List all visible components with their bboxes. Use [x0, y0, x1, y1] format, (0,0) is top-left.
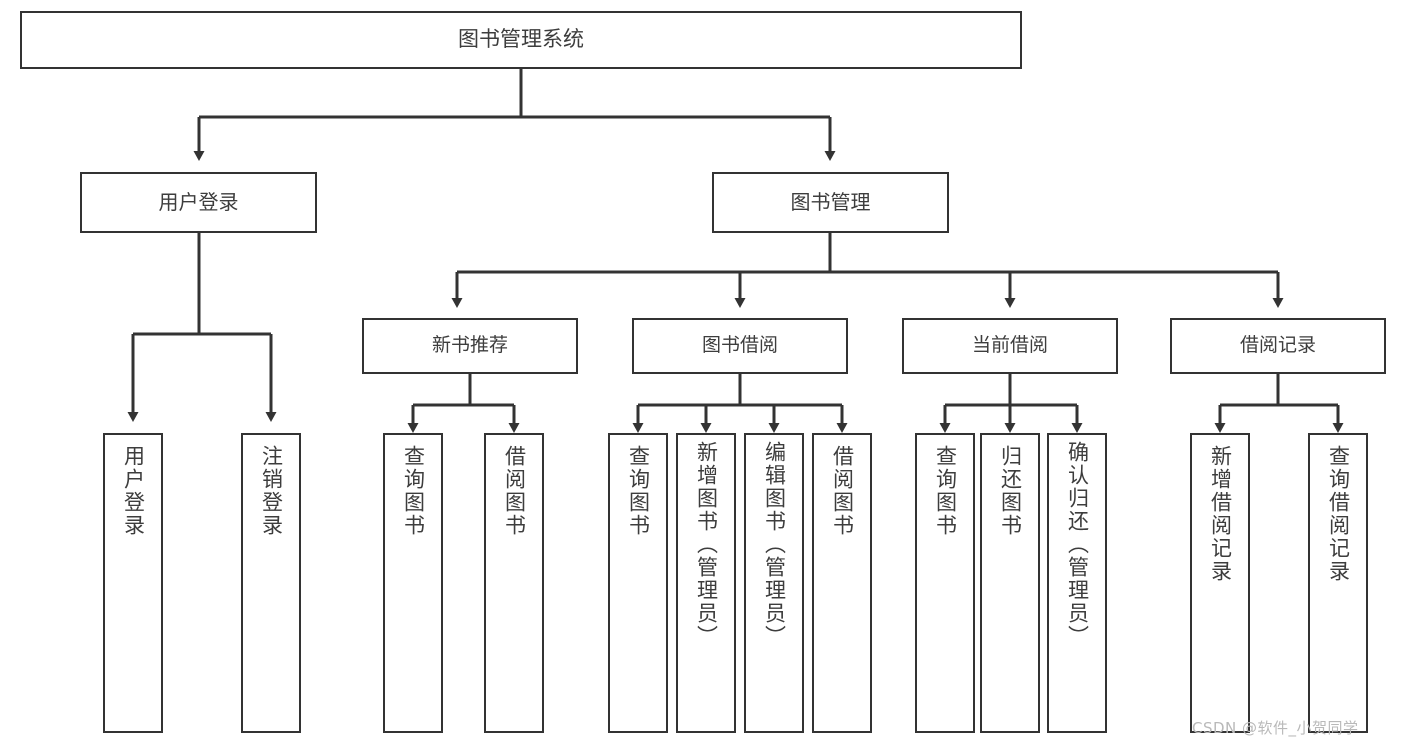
node-leaf-borrow-edit-book[interactable]: 编辑图书（管理员） [744, 433, 804, 733]
node-new-book-recommend[interactable]: 新书推荐 [362, 318, 578, 374]
node-leaf-borrow-add-book-label: 新增图书（管理员） [694, 441, 719, 648]
node-leaf-record-add-record-label: 新增借阅记录 [1208, 445, 1233, 583]
node-leaf-user-login-signout[interactable]: 注销登录 [241, 433, 301, 733]
node-leaf-record-add-record[interactable]: 新增借阅记录 [1190, 433, 1250, 733]
node-user-login-label: 用户登录 [158, 190, 239, 215]
node-current-borrow[interactable]: 当前借阅 [902, 318, 1118, 374]
node-leaf-record-query-record[interactable]: 查询借阅记录 [1308, 433, 1368, 733]
node-leaf-current-query-book-label: 查询图书 [933, 445, 958, 537]
csdn-watermark: CSDN @软件_小贺同学 [1192, 719, 1359, 737]
node-borrow-record-label: 借阅记录 [1239, 334, 1316, 357]
node-leaf-current-return-book[interactable]: 归还图书 [980, 433, 1040, 733]
node-leaf-current-confirm-return-label: 确认归还（管理员） [1065, 441, 1090, 648]
node-leaf-recommend-borrow-book[interactable]: 借阅图书 [484, 433, 544, 733]
node-leaf-borrow-borrow-book-label: 借阅图书 [830, 445, 855, 537]
node-book-management-label: 图书管理 [790, 190, 871, 215]
node-leaf-record-query-record-label: 查询借阅记录 [1326, 445, 1351, 583]
node-leaf-current-confirm-return[interactable]: 确认归还（管理员） [1047, 433, 1107, 733]
node-leaf-current-query-book[interactable]: 查询图书 [915, 433, 975, 733]
node-borrow-record[interactable]: 借阅记录 [1170, 318, 1386, 374]
node-leaf-borrow-borrow-book[interactable]: 借阅图书 [812, 433, 872, 733]
node-user-login[interactable]: 用户登录 [80, 172, 317, 233]
node-leaf-user-login-signin[interactable]: 用户登录 [103, 433, 163, 733]
node-root-system-label: 图书管理系统 [458, 27, 584, 52]
node-leaf-user-login-signin-label: 用户登录 [121, 445, 146, 537]
node-current-borrow-label: 当前借阅 [971, 334, 1048, 357]
node-leaf-recommend-query-book[interactable]: 查询图书 [383, 433, 443, 733]
node-leaf-recommend-borrow-book-label: 借阅图书 [502, 445, 527, 537]
node-leaf-borrow-add-book[interactable]: 新增图书（管理员） [676, 433, 736, 733]
node-leaf-current-return-book-label: 归还图书 [998, 445, 1023, 537]
node-leaf-borrow-edit-book-label: 编辑图书（管理员） [762, 441, 787, 648]
node-leaf-borrow-query-book[interactable]: 查询图书 [608, 433, 668, 733]
node-root-system[interactable]: 图书管理系统 [20, 11, 1022, 69]
node-leaf-borrow-query-book-label: 查询图书 [626, 445, 651, 537]
node-book-borrow-label: 图书借阅 [701, 334, 778, 357]
node-book-borrow[interactable]: 图书借阅 [632, 318, 848, 374]
node-leaf-recommend-query-book-label: 查询图书 [401, 445, 426, 537]
node-new-book-recommend-label: 新书推荐 [431, 334, 508, 357]
node-book-management[interactable]: 图书管理 [712, 172, 949, 233]
node-leaf-user-login-signout-label: 注销登录 [259, 445, 284, 537]
